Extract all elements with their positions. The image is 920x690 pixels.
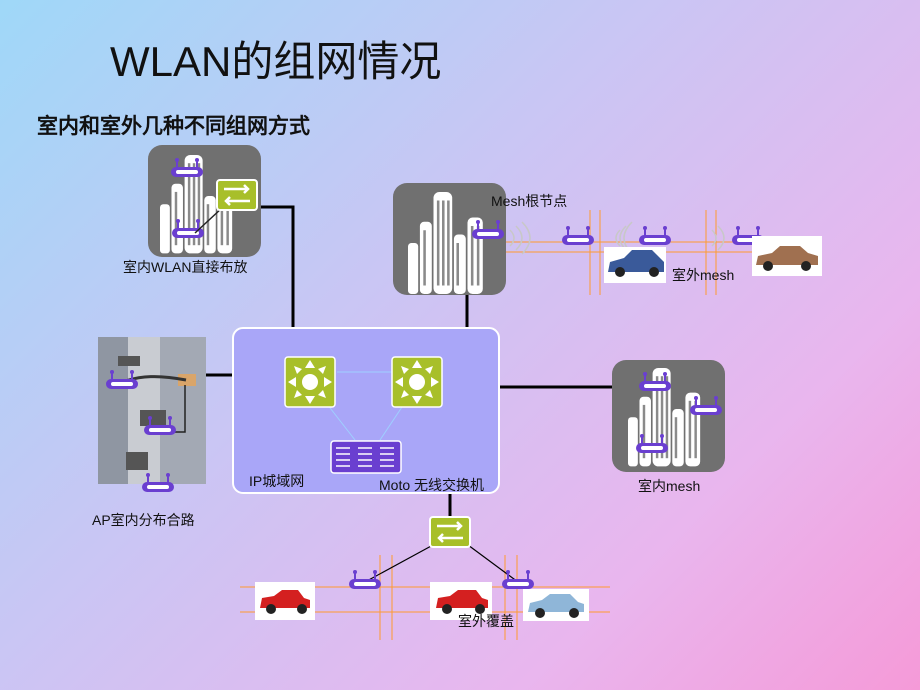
- ap-distribution-label: AP室内分布合路: [92, 512, 195, 528]
- outdoor-mesh-label: 室外mesh: [672, 267, 735, 283]
- car-icon: [752, 236, 822, 276]
- car-icon: [255, 582, 315, 620]
- indoor-direct-label: 室内WLAN直接布放: [123, 259, 248, 275]
- ip-metro-box: [232, 327, 500, 494]
- wireless-switch-icon: [330, 440, 402, 474]
- link-indoor-direct: [260, 205, 295, 330]
- ap-distribution-block: [98, 337, 206, 493]
- router-icon: [348, 569, 382, 590]
- outdoor-coverage-area: [240, 515, 610, 640]
- outdoor-mesh-area: [506, 210, 822, 295]
- mesh-root-label: Mesh根节点: [491, 193, 568, 209]
- links: [205, 205, 612, 517]
- car-icon: [523, 589, 589, 621]
- slide-subtitle: 室内和室外几种不同组网方式: [37, 115, 310, 138]
- router-icon: [501, 569, 535, 590]
- indoor-mesh-label: 室内mesh: [638, 478, 701, 494]
- slide-title: WLAN的组网情况: [110, 38, 442, 85]
- router-icon: [561, 225, 595, 246]
- switch-icon: [428, 515, 472, 549]
- moto-switch-label: Moto 无线交换机: [379, 477, 485, 493]
- router-icon: [638, 225, 672, 246]
- indoor-direct-tile: [148, 145, 261, 257]
- layer3-switch-icon: [391, 356, 443, 408]
- layer3-switch-icon: [284, 356, 336, 408]
- outdoor-coverage-label: 室外覆盖: [458, 613, 514, 629]
- mesh-root-tile: [393, 183, 506, 295]
- switch-icon: [215, 178, 259, 212]
- car-icon: [430, 582, 492, 620]
- indoor-mesh-tile: [612, 360, 725, 472]
- car-icon: [604, 247, 666, 283]
- ip-metro-label: IP城域网: [249, 473, 305, 489]
